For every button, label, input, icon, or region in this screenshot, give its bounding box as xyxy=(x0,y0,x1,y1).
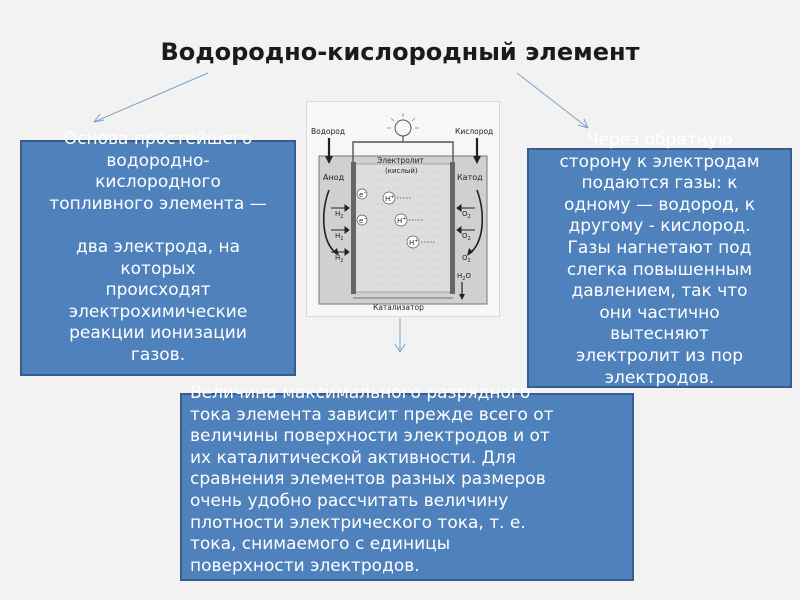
text-line: водородно- xyxy=(106,150,210,171)
catalyst-label: Катализатор xyxy=(373,303,424,312)
text-line: одному — водород, к xyxy=(564,194,755,215)
electrolyte-sub-label: (кислый) xyxy=(385,167,418,175)
h2-label-2: H2 xyxy=(335,232,343,242)
text-line: тока элемента зависит прежде всего от xyxy=(190,404,554,425)
cathode-plate xyxy=(450,162,455,294)
text-line: Величина максимального разрядного xyxy=(190,383,531,403)
electron-ion-2: e− xyxy=(356,214,368,226)
text-line: газов. xyxy=(130,344,186,365)
text-line: реакции ионизации xyxy=(69,323,247,344)
text-line: которых xyxy=(120,258,196,279)
text-line: слегка повышенным xyxy=(566,259,753,280)
oxygen-label: Кислород xyxy=(455,127,493,136)
connector-title-left xyxy=(93,72,209,123)
o2-label-1: O2 xyxy=(462,210,471,220)
electrolyte-pattern xyxy=(357,171,449,285)
hydrogen-label: Водород xyxy=(311,127,345,136)
slide-title: Водородно-кислородный элемент xyxy=(160,38,640,66)
cathode-flow-arrow-icon xyxy=(468,189,484,255)
text-line: сторону к электродам xyxy=(559,151,760,172)
h2-label-1: H2 xyxy=(335,210,343,220)
text-line: электродов. xyxy=(604,367,715,388)
text-line: поверхности электродов. xyxy=(190,555,420,576)
arrowhead-right xyxy=(577,118,589,129)
electron-ion-1: e− xyxy=(356,188,368,200)
arrowhead-left xyxy=(93,113,105,123)
anode-flow-arrow-icon xyxy=(322,189,338,255)
text-line: Через обратную xyxy=(586,130,733,150)
text-line: они частично xyxy=(599,302,720,323)
electrolyte-label: Электролит xyxy=(377,156,425,165)
text-line: плотности электрического тока, т. е. xyxy=(190,512,526,533)
text-line: вытесняют xyxy=(610,324,709,345)
fuel-cell-diagram: e− e− H+ H+ H+ Водород Кислород Электрол… xyxy=(306,101,500,317)
lamp-rays-icon xyxy=(387,113,419,129)
svg-text:H+: H+ xyxy=(409,238,418,247)
arrowhead-bottom xyxy=(394,343,406,353)
text-line xyxy=(26,215,290,237)
text-line: тока, снимаемого с единицы xyxy=(190,534,451,555)
proton-ion-1: H+ xyxy=(382,191,396,205)
text-line: топливного элемента — xyxy=(49,193,267,214)
text-line: электролит из пор xyxy=(575,345,744,366)
text-line: их каталитической активности. Для xyxy=(190,447,517,468)
text-line: Основа простейшего xyxy=(63,129,253,149)
h2-label-3: H2 xyxy=(335,254,343,264)
svg-text:H+: H+ xyxy=(397,216,406,225)
text-line: другому - кислород. xyxy=(568,216,751,237)
svg-text:e−: e− xyxy=(359,216,368,225)
text-line: давлением, так что xyxy=(571,281,748,302)
proton-ion-3: H+ xyxy=(406,235,420,249)
cathode-label: Катод xyxy=(457,173,483,182)
text-line: очень удобно рассчитать величину xyxy=(190,490,509,511)
text-line: величины поверхности электродов и от xyxy=(190,426,550,447)
o2-label-2: O2 xyxy=(462,232,471,242)
h2o-label: H2O xyxy=(457,272,471,282)
lamp-icon xyxy=(394,119,412,137)
text-line: Газы нагнетают под xyxy=(567,237,752,258)
o2-label-3: O2 xyxy=(462,254,471,264)
text-line: сравнения элементов разных размеров xyxy=(190,469,546,490)
text-line: два электрода, на xyxy=(75,236,241,257)
connector-title-right xyxy=(516,72,589,129)
anode-plate xyxy=(351,162,356,294)
text-line: подаются газы: к xyxy=(581,173,738,194)
text-line: электрохимические xyxy=(68,301,248,322)
anode-label: Анод xyxy=(323,173,345,182)
text-line: кислородного xyxy=(95,172,221,193)
text-line: происходят xyxy=(105,280,211,301)
proton-ion-2: H+ xyxy=(394,213,408,227)
svg-text:H+: H+ xyxy=(385,194,394,203)
svg-text:e−: e− xyxy=(359,190,368,199)
